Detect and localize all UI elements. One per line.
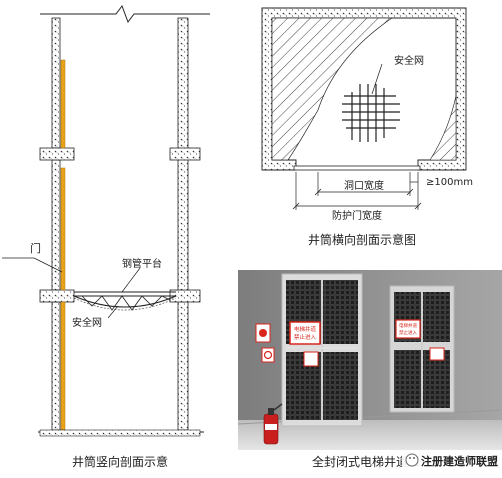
left-warning-sign	[289, 321, 321, 345]
wechat-icon-dot	[409, 457, 411, 459]
photo-caption: 全封闭式电梯井道口	[312, 454, 420, 469]
photo-wall	[238, 270, 502, 438]
platform-truss	[81, 295, 171, 311]
dimension-lines	[295, 172, 419, 210]
enclosed-shaft-photo: 电梯井道 禁止进入 电梯井道 禁止进入 全封闭式电梯井道口	[237, 270, 502, 469]
platform-label: 钢管平台	[122, 257, 162, 270]
door-post-lower	[60, 301, 66, 431]
right-warning-sign	[395, 319, 421, 339]
fire-poster-icon	[259, 329, 267, 337]
break-line	[40, 4, 210, 24]
door-leader-diag	[33, 257, 63, 273]
horizontal-caption: 井筒横向剖面示意图	[308, 232, 416, 247]
door-label: 门	[30, 241, 41, 255]
safety-net-sag	[73, 297, 177, 311]
small-placard-left	[303, 351, 319, 367]
net-leader	[107, 305, 119, 319]
vertical-net-label: 安全网	[72, 316, 102, 329]
right-sign-line1: 电梯井道	[399, 322, 417, 329]
door-post-middle	[60, 167, 66, 291]
watermark-text: 注册建造师联盟	[421, 454, 498, 468]
left-wall-upper	[51, 17, 61, 149]
vertical-caption: 井筒竖向剖面示意	[72, 454, 168, 469]
door-post-upper	[60, 59, 66, 149]
platform-leader	[121, 267, 141, 293]
right-sign-line2: 禁止进入	[399, 329, 417, 336]
safety-net-grid	[342, 84, 400, 142]
horizontal-section-drawing: 安全网 洞口宽度 ≥100mm 防护门宽度 井筒横向剖面示意图	[261, 7, 473, 247]
wechat-icon	[405, 453, 419, 467]
right-wall	[177, 17, 189, 431]
slab-left-2	[39, 289, 75, 303]
slab-left-1	[39, 147, 75, 161]
gap-label: ≥100mm	[426, 177, 473, 188]
no-entry-icon	[263, 350, 273, 360]
left-wall-lower	[51, 301, 61, 431]
watermark-bg	[402, 450, 500, 470]
hatch-corner	[429, 95, 457, 161]
wechat-icon-dot2	[413, 457, 415, 459]
fire-extinguisher-icon	[263, 403, 283, 445]
ground-slab	[39, 429, 201, 437]
dimension-ticks	[292, 188, 422, 210]
horizontal-net-label: 安全网	[394, 54, 424, 67]
door-width-label: 防护门宽度	[332, 209, 382, 222]
watermark: 注册建造师联盟	[402, 450, 500, 470]
opening-width-label: 洞口宽度	[344, 179, 384, 192]
small-placard-right	[429, 347, 445, 361]
protective-door	[293, 165, 421, 171]
hnet-leader	[371, 63, 383, 95]
no-entry-poster	[261, 347, 275, 363]
pipe-platform	[73, 291, 177, 308]
hatch-region	[271, 17, 394, 161]
slab-right-1	[169, 147, 201, 161]
left-sign-line2: 禁止进入	[294, 333, 317, 341]
vertical-section-drawing: 门 钢管平台 安全网 井筒竖向剖面示意	[2, 4, 210, 469]
left-sign-line1: 电梯井道	[294, 325, 317, 333]
